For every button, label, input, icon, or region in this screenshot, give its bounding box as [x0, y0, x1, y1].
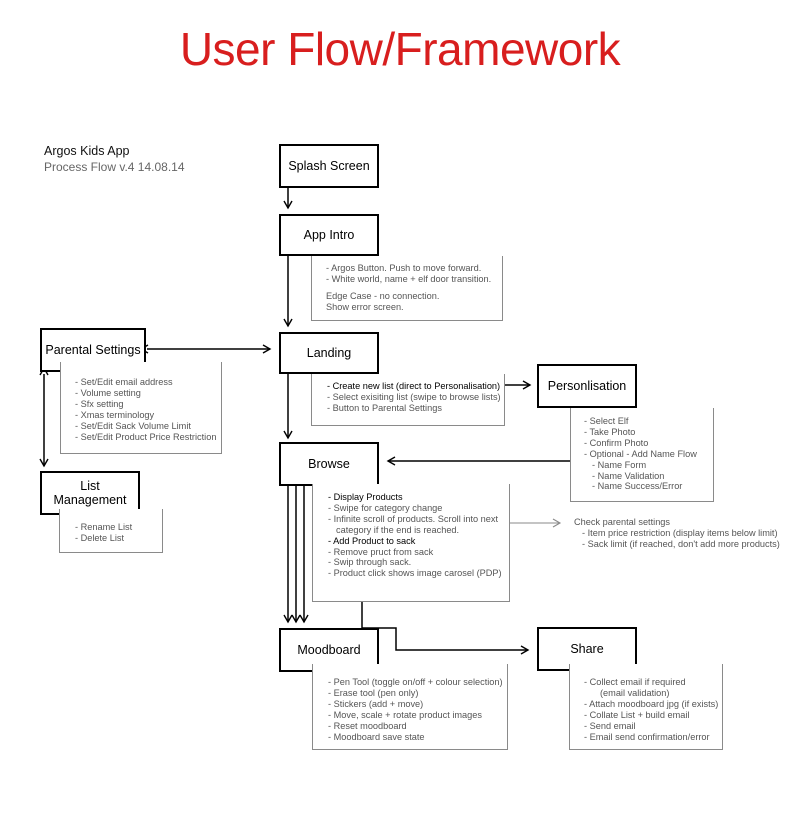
personalisation-notes-frame: [570, 408, 714, 502]
note-line: - Display Products: [328, 492, 403, 502]
note-line: - Optional - Add Name Flow: [584, 448, 697, 459]
moodboard-notes: - Pen Tool (toggle on/off + colour selec…: [328, 677, 503, 742]
browse-label: Browse: [308, 457, 350, 471]
parental-settings-label: Parental Settings: [45, 343, 141, 357]
note-line: - Volume setting: [75, 387, 141, 398]
note-line: - Pen Tool (toggle on/off + colour selec…: [328, 677, 503, 687]
note-line: - Xmas terminology: [75, 409, 155, 420]
share-label: Share: [570, 642, 604, 656]
app-intro-label: App Intro: [303, 228, 355, 242]
note-line: - Moodboard save state: [328, 731, 425, 742]
note-line: (email validation): [600, 687, 670, 698]
note-line: Edge Case - no connection.: [326, 290, 440, 301]
note-line: - Stickers (add + move): [328, 698, 424, 709]
landing-label: Landing: [306, 346, 352, 360]
app-intro-notes-frame: [311, 256, 503, 321]
splash-screen-label: Splash Screen: [288, 159, 370, 173]
note-line: - Product click shows image carosel (PDP…: [328, 568, 502, 579]
app-name: Argos Kids App: [44, 144, 130, 158]
note-line: - Set/Edit Sack Volume Limit: [75, 420, 191, 431]
share-box: Share: [537, 627, 637, 671]
note-line: - Infinite scroll of products. Scroll in…: [328, 513, 499, 524]
note-line: - Delete List: [75, 532, 125, 543]
personalisation-notes: - Select Elf - Take Photo - Confirm Phot…: [584, 416, 697, 492]
moodboard-label: Moodboard: [297, 643, 361, 657]
note-line: - Attach moodboard jpg (if exists): [584, 698, 719, 709]
process-version: Process Flow v.4 14.08.14: [44, 160, 185, 174]
browse-notes-frame: [312, 484, 510, 602]
note-line: - Select Elf: [584, 416, 629, 426]
parental-notes-frame: [60, 362, 222, 454]
landing-notes-frame: [311, 374, 505, 426]
list-management-label-1: List: [80, 479, 100, 493]
landing-box: Landing: [279, 332, 379, 374]
note-line: - Name Success/Error: [592, 481, 683, 492]
landing-notes: - Create new list (direct to Personalisa…: [327, 381, 501, 414]
note-line: - Collate List + build email: [584, 709, 690, 720]
note-line: - Remove pruct from sack: [328, 546, 434, 557]
moodboard-notes-frame: [312, 664, 508, 750]
note-line: category if the end is reached.: [336, 524, 460, 535]
note-line: - Collect email if required: [584, 677, 686, 687]
note-line: - Name Form: [592, 459, 647, 470]
personalisation-box: Personlisation: [537, 364, 637, 408]
list-mgmt-notes-frame: [59, 509, 163, 553]
note-line: - Add Product to sack: [328, 535, 416, 546]
app-intro-notes: - Argos Button. Push to move forward. - …: [326, 263, 491, 313]
note-line: - Argos Button. Push to move forward.: [326, 263, 482, 273]
note-line: - Move, scale + rotate product images: [328, 709, 482, 720]
note-line: - White world, name + elf door transitio…: [326, 273, 492, 284]
note-line: - Set/Edit email address: [75, 377, 173, 387]
note-line: - Item price restriction (display items …: [582, 527, 778, 538]
splash-screen-box: Splash Screen: [279, 144, 379, 188]
note-line: - Erase tool (pen only): [328, 687, 419, 698]
note-line: - Button to Parental Settings: [327, 402, 442, 413]
note-line: - Swipe for category change: [328, 502, 443, 513]
note-line: - Name Validation: [592, 470, 665, 481]
list-management-label-2: Management: [53, 493, 127, 507]
note-line: - Rename List: [75, 522, 133, 532]
note-line: - Create new list (direct to Personalisa…: [327, 381, 501, 391]
note-line: - Confirm Photo: [584, 437, 649, 448]
share-notes-frame: [569, 664, 723, 750]
note-line: - Email send confirmation/error: [584, 731, 710, 742]
page-title: User Flow/Framework: [179, 23, 621, 75]
note-line: Show error screen.: [326, 301, 404, 312]
note-line: - Swip through sack.: [328, 557, 412, 568]
app-intro-box: App Intro: [279, 214, 379, 256]
parental-notes: - Set/Edit email address - Volume settin…: [75, 377, 216, 442]
note-line: Check parental settings: [574, 517, 671, 527]
list-mgmt-notes: - Rename List - Delete List: [75, 522, 132, 544]
note-line: - Send email: [584, 720, 636, 731]
diagram-meta: Argos Kids App Process Flow v.4 14.08.14: [44, 144, 185, 174]
note-line: - Sack limit (if reached, don't add more…: [582, 538, 780, 549]
check-parental-notes: Check parental settings - Item price res…: [574, 517, 780, 550]
personalisation-label: Personlisation: [547, 379, 627, 393]
note-line: - Set/Edit Product Price Restriction: [75, 431, 217, 442]
browse-notes: - Display Products - Swipe for category …: [328, 492, 502, 579]
note-line: - Select exisiting list (swipe to browse…: [327, 391, 501, 402]
share-notes: - Collect email if required (email valid…: [584, 677, 718, 742]
note-line: - Reset moodboard: [328, 720, 407, 731]
note-line: - Sfx setting: [75, 398, 124, 409]
note-line: - Take Photo: [584, 426, 636, 437]
browse-box: Browse: [279, 442, 379, 486]
